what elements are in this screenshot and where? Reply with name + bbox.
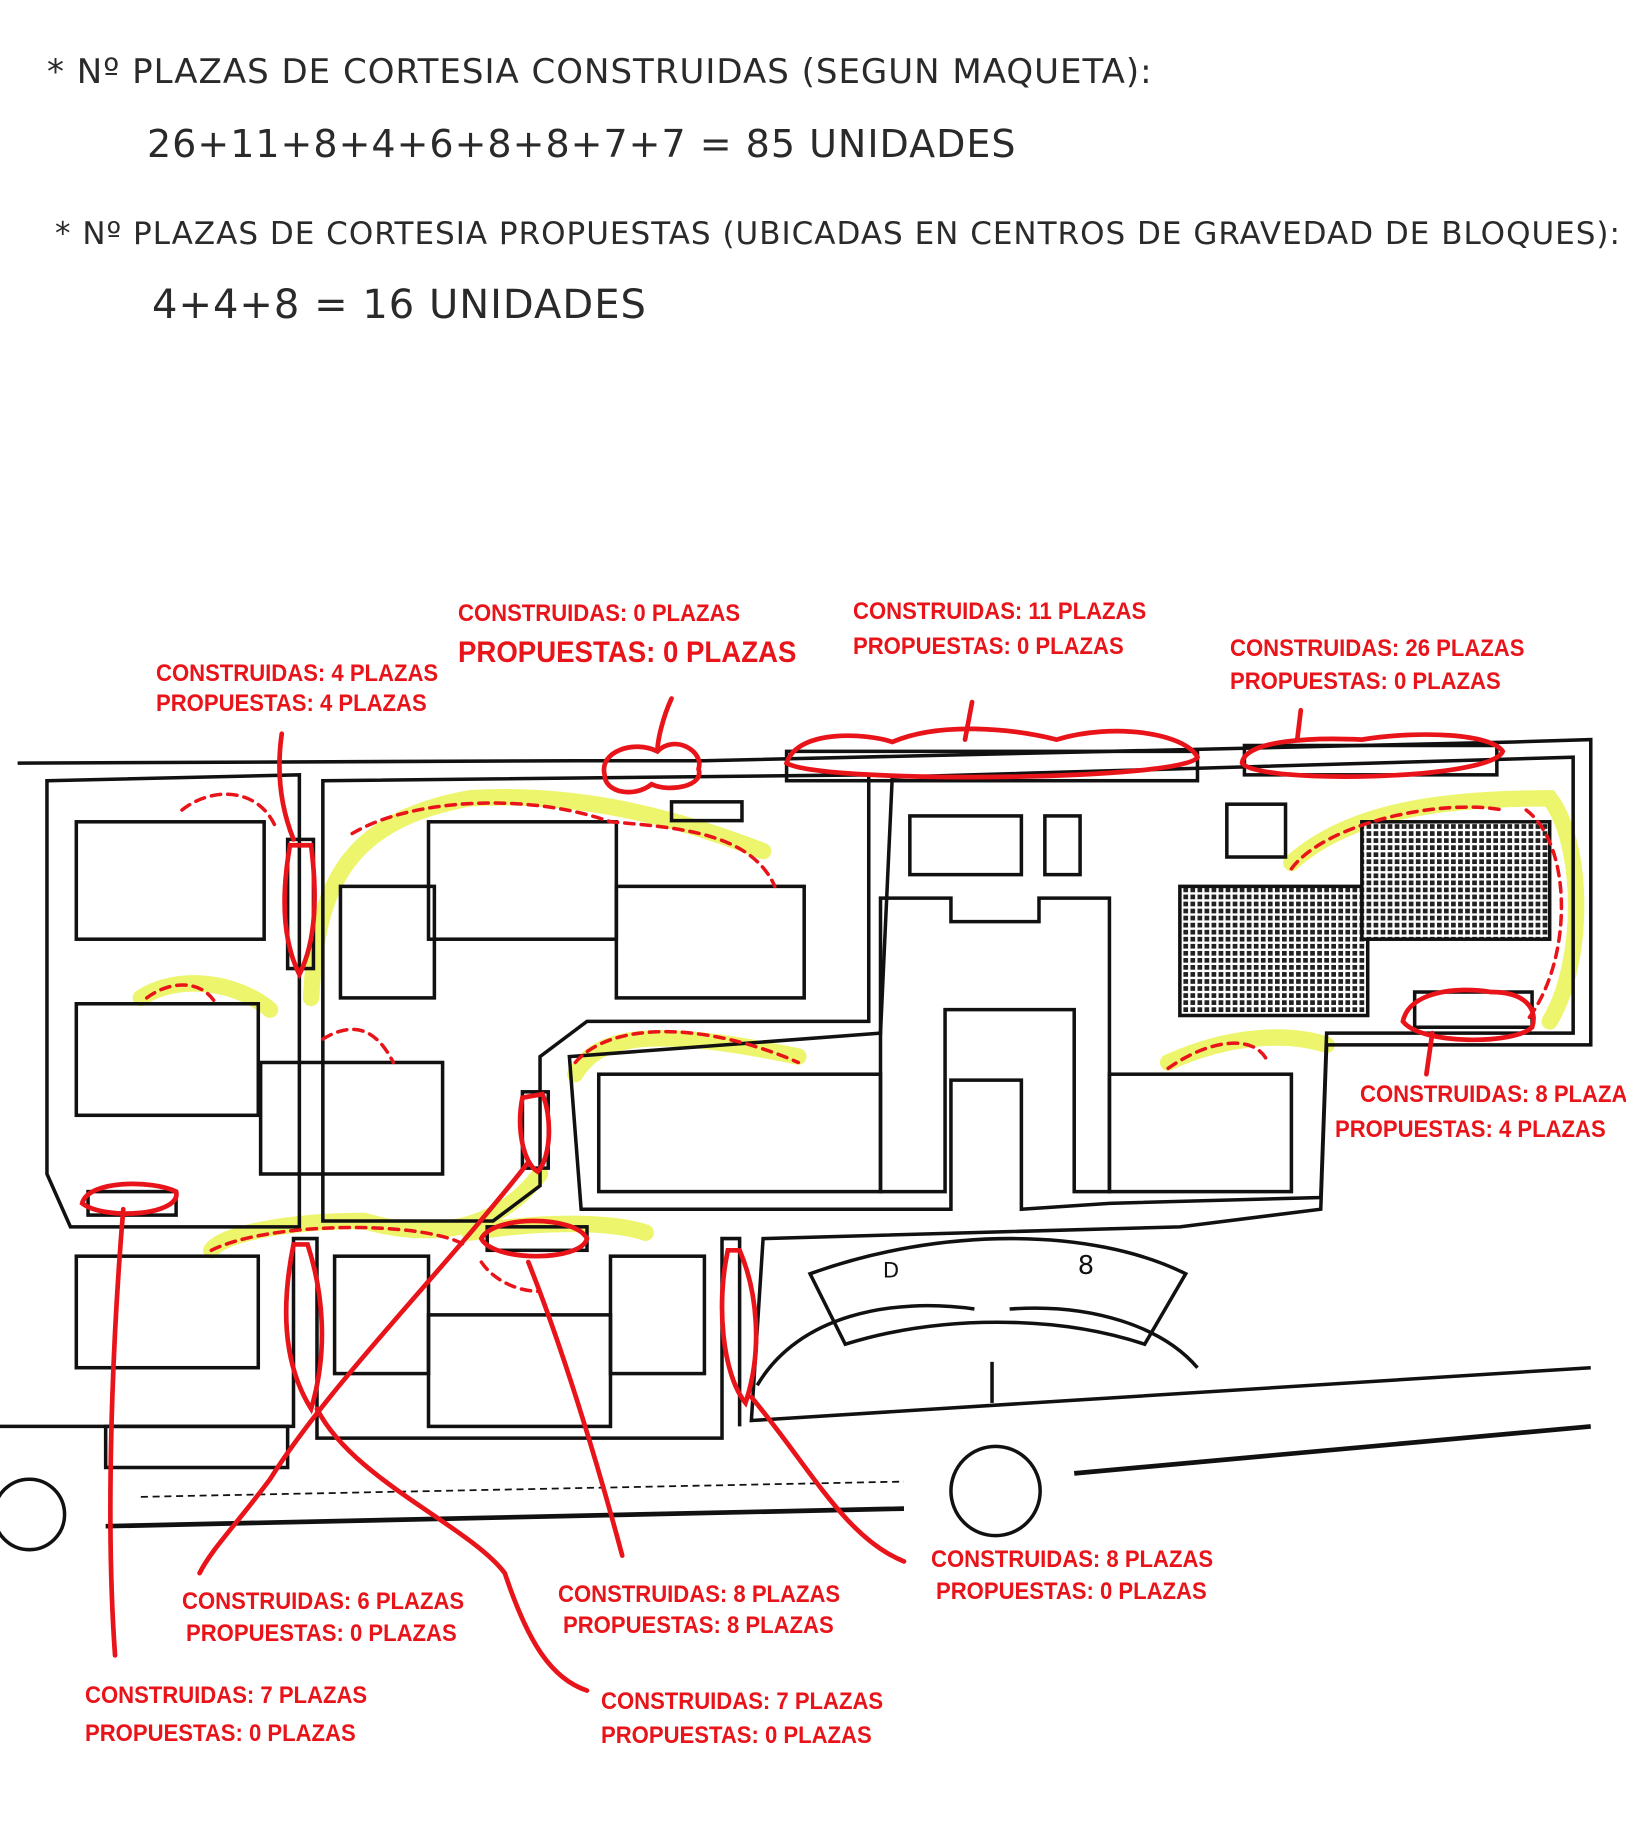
label-southeast-proposed: PROPUESTAS: 0 PLAZAS: [936, 1578, 1207, 1605]
note-proposed-title: * Nº PLAZAS DE CORTESIA PROPUESTAS (UBIC…: [55, 216, 1621, 252]
label-north-b-built: CONSTRUIDAS: 11 PLAZAS: [853, 598, 1147, 625]
label-south-b-proposed: PROPUESTAS: 8 PLAZAS: [563, 1612, 834, 1639]
hatched-block: [1360, 820, 1552, 941]
parking-mark-a: D: [883, 1257, 899, 1282]
label-east-proposed: PROPUESTAS: 4 PLAZAS: [1335, 1116, 1606, 1143]
label-southwest-built: CONSTRUIDAS: 7 PLAZAS: [85, 1682, 368, 1709]
label-block-nw-proposed: PROPUESTAS: 4 PLAZAS: [156, 690, 427, 717]
label-southeast-built: CONSTRUIDAS: 8 PLAZAS: [931, 1546, 1214, 1573]
label-south-a-built: CONSTRUIDAS: 6 PLAZAS: [182, 1588, 465, 1615]
label-east-built: CONSTRUIDAS: 8 PLAZAS: [1360, 1081, 1626, 1108]
label-north-c-built: CONSTRUIDAS: 26 PLAZAS: [1230, 635, 1525, 662]
label-north-b-proposed: PROPUESTAS: 0 PLAZAS: [853, 633, 1124, 660]
note-proposed-sum: 4+4+8 = 16 UNIDADES: [152, 282, 647, 328]
label-north-a-built: CONSTRUIDAS: 0 PLAZAS: [458, 600, 741, 627]
hatched-block: [1178, 884, 1370, 1018]
label-block-nw-built: CONSTRUIDAS: 4 PLAZAS: [156, 660, 439, 687]
note-built-sum: 26+11+8+4+6+8+8+7+7 = 85 UNIDADES: [147, 122, 1017, 166]
label-north-c-proposed: PROPUESTAS: 0 PLAZAS: [1230, 668, 1501, 695]
parking-mark-b: 8: [1078, 1251, 1094, 1281]
site-plan-lines: [0, 737, 1593, 1552]
label-south-c-built: CONSTRUIDAS: 7 PLAZAS: [601, 1688, 884, 1715]
label-south-c-proposed: PROPUESTAS: 0 PLAZAS: [601, 1722, 872, 1749]
red-annotations: [79, 696, 1564, 1693]
label-north-a-proposed: PROPUESTAS: 0 PLAZAS: [458, 636, 797, 669]
note-built-title: * Nº PLAZAS DE CORTESIA CONSTRUIDAS (SEG…: [47, 52, 1153, 92]
label-southwest-proposed: PROPUESTAS: 0 PLAZAS: [85, 1720, 356, 1747]
label-south-b-built: CONSTRUIDAS: 8 PLAZAS: [558, 1581, 841, 1608]
label-south-a-proposed: PROPUESTAS: 0 PLAZAS: [186, 1620, 457, 1647]
